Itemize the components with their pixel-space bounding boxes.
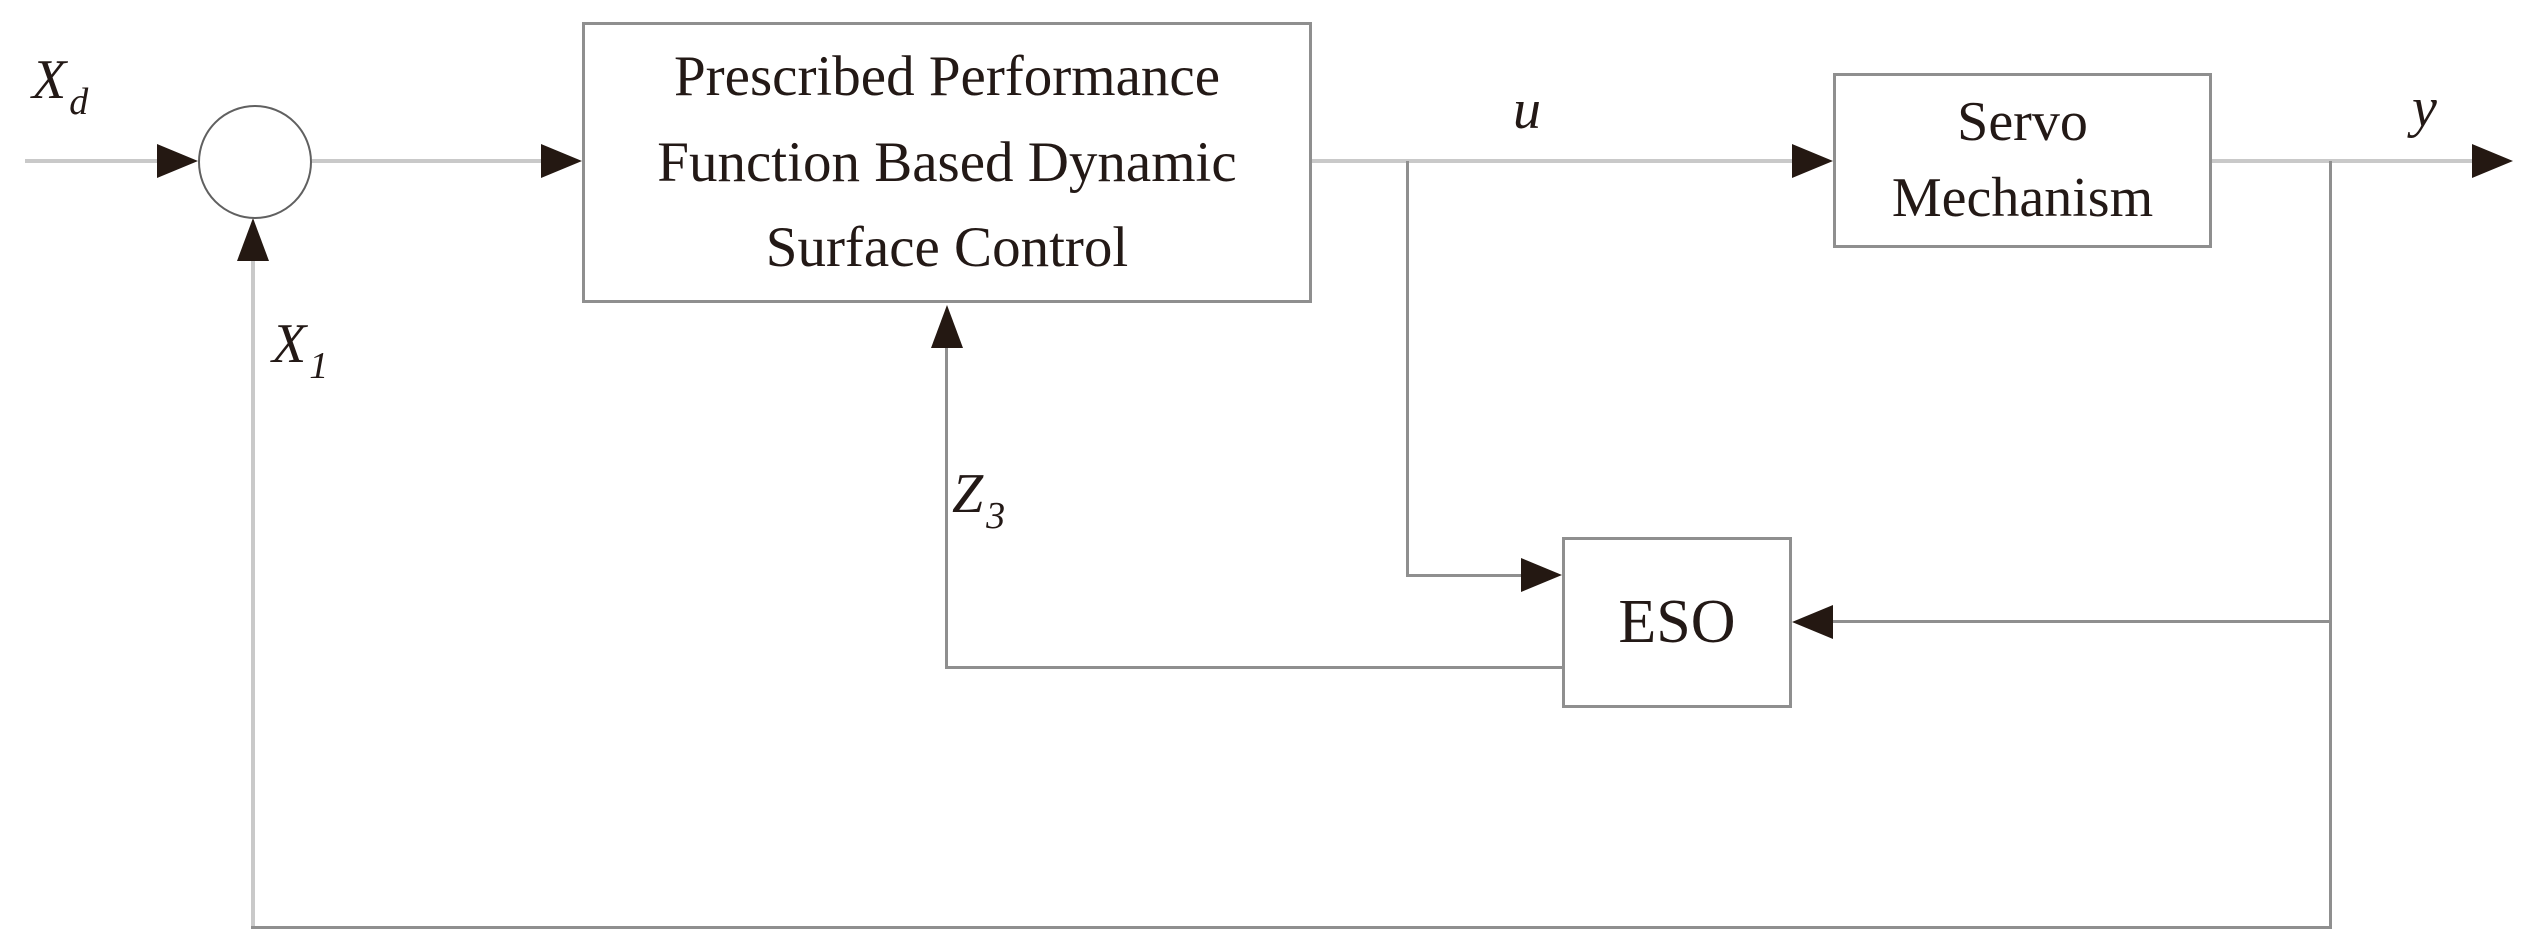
line-z3-vertical — [945, 345, 948, 669]
signal-x1-base: X — [272, 313, 307, 375]
signal-label-x1: X1 — [272, 312, 328, 387]
signal-u-base: u — [1513, 79, 1541, 141]
servo-mechanism-block: Servo Mechanism — [1833, 73, 2212, 248]
signal-y-base: y — [2412, 77, 2437, 139]
arrowhead-u-into-eso-icon — [1521, 558, 1562, 592]
line-xd-input — [25, 159, 165, 163]
arrowhead-output-icon — [2472, 144, 2513, 178]
summing-junction — [198, 105, 312, 219]
signal-label-xd: Xd — [32, 48, 88, 123]
line-servo-to-output — [2212, 159, 2472, 163]
controller-block: Prescribed Performance Function Based Dy… — [582, 22, 1312, 303]
line-x1-feedback-vertical — [251, 260, 255, 928]
signal-z3-subscript: 3 — [986, 495, 1006, 537]
arrowhead-into-sum-icon — [157, 144, 198, 178]
signal-label-z3: Z3 — [952, 462, 1005, 537]
line-y-to-eso — [1833, 620, 2329, 623]
line-sum-to-controller — [312, 159, 545, 163]
arrowhead-y-into-eso-icon — [1792, 605, 1833, 639]
line-z3-horizontal — [947, 666, 1562, 669]
eso-block: ESO — [1562, 537, 1792, 708]
signal-z3-base: Z — [952, 463, 984, 525]
line-controller-to-servo — [1312, 159, 1795, 163]
controller-label-line3: Surface Control — [765, 216, 1129, 280]
arrowhead-x1-into-sum-icon — [237, 218, 269, 261]
arrowhead-z3-into-controller-icon — [931, 305, 963, 348]
arrowhead-into-controller-icon — [541, 144, 582, 178]
line-y-feedback-vertical — [2329, 161, 2332, 928]
arrowhead-into-servo-icon — [1792, 144, 1833, 178]
signal-xd-base: X — [32, 49, 67, 111]
signal-xd-subscript: d — [69, 81, 89, 123]
controller-label-line2: Function Based Dynamic — [657, 130, 1237, 194]
line-bottom-feedback — [251, 926, 2332, 929]
servo-label-line1: Servo — [1957, 90, 2088, 153]
signal-label-u: u — [1513, 78, 1541, 142]
eso-label: ESO — [1618, 588, 1736, 656]
line-u-branch-to-eso — [1406, 574, 1521, 577]
line-u-branch-vertical — [1406, 161, 1409, 576]
signal-x1-subscript: 1 — [309, 345, 329, 387]
controller-label-line1: Prescribed Performance — [673, 45, 1220, 109]
signal-label-y: y — [2412, 76, 2437, 140]
servo-label-line2: Mechanism — [1891, 166, 2154, 229]
